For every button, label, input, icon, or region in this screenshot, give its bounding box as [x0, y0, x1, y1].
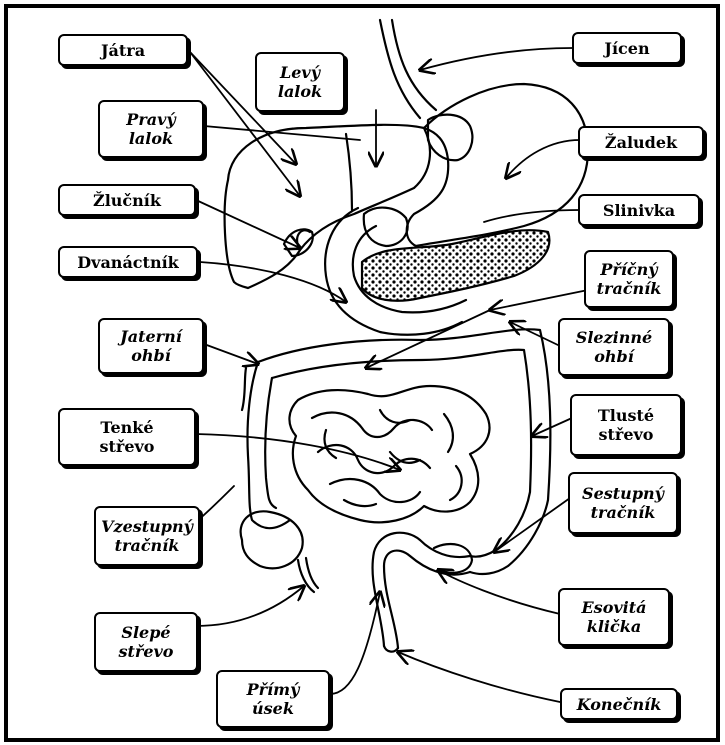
large-intestine	[241, 329, 551, 574]
label-stomach: Žaludek	[578, 126, 704, 158]
label-cecum: Slepé střevo	[94, 612, 198, 672]
small-intestine	[289, 386, 489, 522]
label-small-intestine: Tenké střevo	[58, 408, 196, 466]
label-descending-colon: Sestupný tračník	[568, 472, 678, 534]
label-duodenum: Dvanáctník	[58, 246, 198, 278]
label-hepatic-flexure: Jaterní ohbí	[98, 318, 204, 374]
label-ascending-colon: Vzestupný tračník	[94, 506, 200, 566]
label-splenic-flexure: Slezinné ohbí	[558, 318, 670, 376]
sigmoid-and-rectum	[373, 533, 472, 652]
pancreas	[362, 230, 549, 301]
label-large-intestine: Tlusté střevo	[570, 394, 682, 456]
label-sigmoid-colon: Esovitá klička	[558, 588, 670, 646]
label-gallbladder: Žlučník	[58, 184, 196, 216]
label-right-lobe: Pravý lalok	[98, 100, 204, 158]
label-esophagus: Jícen	[572, 32, 682, 64]
label-rectum-straight-part: Přímý úsek	[216, 670, 330, 728]
label-pancreas: Slinivka	[578, 194, 700, 226]
label-transverse-colon: Příčný tračník	[584, 250, 674, 308]
label-liver: Játra	[58, 34, 188, 66]
esophagus	[380, 20, 436, 118]
label-left-lobe: Levý lalok	[255, 52, 345, 112]
appendix	[298, 558, 318, 592]
label-anus-rectum: Konečník	[560, 688, 678, 720]
